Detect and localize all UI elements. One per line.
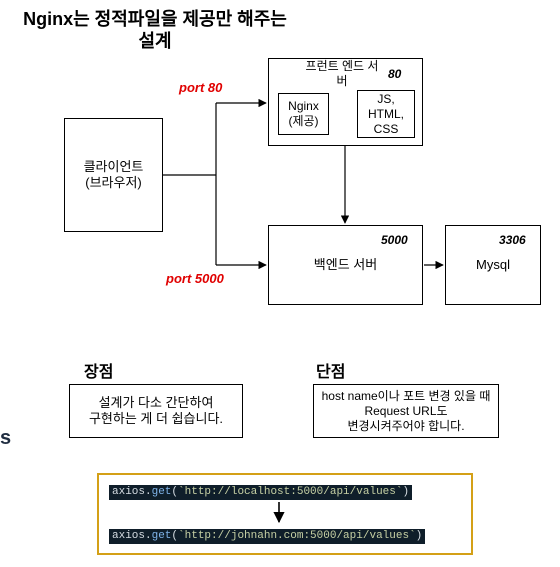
mysql-port: 3306 xyxy=(499,233,526,247)
code-before-url: `http://localhost:5000/api/values` xyxy=(178,486,403,498)
code-before-fn: get xyxy=(151,486,172,498)
frontend-label-2: 버 xyxy=(336,74,348,88)
margin-glyph: s xyxy=(0,427,12,449)
code-after: axios.get(`http://johnahn.com:5000/api/v… xyxy=(109,529,426,544)
frontend-port: 80 xyxy=(388,67,402,81)
client-label-1: 클라이언트 xyxy=(83,159,144,174)
code-after-url: `http://johnahn.com:5000/api/values` xyxy=(178,530,416,542)
cons-box: host name이나 포트 변경 있을 때 Request URL도 변경시켜… xyxy=(313,384,499,438)
static-label-2: HTML, xyxy=(368,106,404,121)
static-label-3: CSS xyxy=(373,121,399,136)
pros-box: 설계가 다소 간단하여 구현하는 게 더 쉽습니다. xyxy=(69,384,243,438)
cons-heading: 단점 xyxy=(316,364,346,381)
cons-line-3: 변경시켜주어야 합니다. xyxy=(347,418,465,433)
port-80-label: port 80 xyxy=(179,80,223,95)
mysql-label: Mysql xyxy=(476,257,510,272)
frontend-label-1: 프런트 엔드 서 xyxy=(305,59,379,73)
client-node: 클라이언트 (브라우저) xyxy=(64,118,163,232)
mysql-node: Mysql xyxy=(445,225,541,305)
code-after-open: ( xyxy=(171,530,179,542)
nginx-label-2: (제공) xyxy=(288,114,319,128)
cons-line-1: host name이나 포트 변경 있을 때 xyxy=(321,388,491,403)
backend-label: 백엔드 서버 xyxy=(313,257,378,272)
pros-line-1: 설계가 다소 간단하여 xyxy=(98,395,214,410)
code-before: axios.get(`http://localhost:5000/api/val… xyxy=(109,485,413,500)
nginx-node: Nginx (제공) xyxy=(278,93,329,135)
backend-port: 5000 xyxy=(381,233,408,247)
backend-server-node: 백엔드 서버 xyxy=(268,225,423,305)
frontend-server-label: 프런트 엔드 서 버 xyxy=(290,59,394,89)
cons-line-2: Request URL도 xyxy=(364,403,448,418)
client-label-2: (브라우저) xyxy=(85,175,142,190)
code-after-obj: axios. xyxy=(112,530,152,542)
title-line-1: Nginx는 정적파일을 제공만 해주는 xyxy=(23,9,287,29)
nginx-label-1: Nginx xyxy=(288,99,319,113)
port-5000-label: port 5000 xyxy=(166,271,224,286)
code-after-fn: get xyxy=(151,530,172,542)
static-label-1: JS, xyxy=(377,91,395,106)
code-before-obj: axios. xyxy=(112,486,152,498)
code-before-open: ( xyxy=(171,486,179,498)
pros-line-2: 구현하는 게 더 쉽습니다. xyxy=(88,411,224,426)
static-files-node: JS, HTML, CSS xyxy=(357,90,415,138)
pros-heading: 장점 xyxy=(84,364,114,381)
code-after-close: ) xyxy=(415,530,423,542)
code-before-close: ) xyxy=(402,486,410,498)
title-line-2: 설계 xyxy=(138,31,172,51)
diagram-title: Nginx는 정적파일을 제공만 해주는 설계 xyxy=(10,8,300,52)
